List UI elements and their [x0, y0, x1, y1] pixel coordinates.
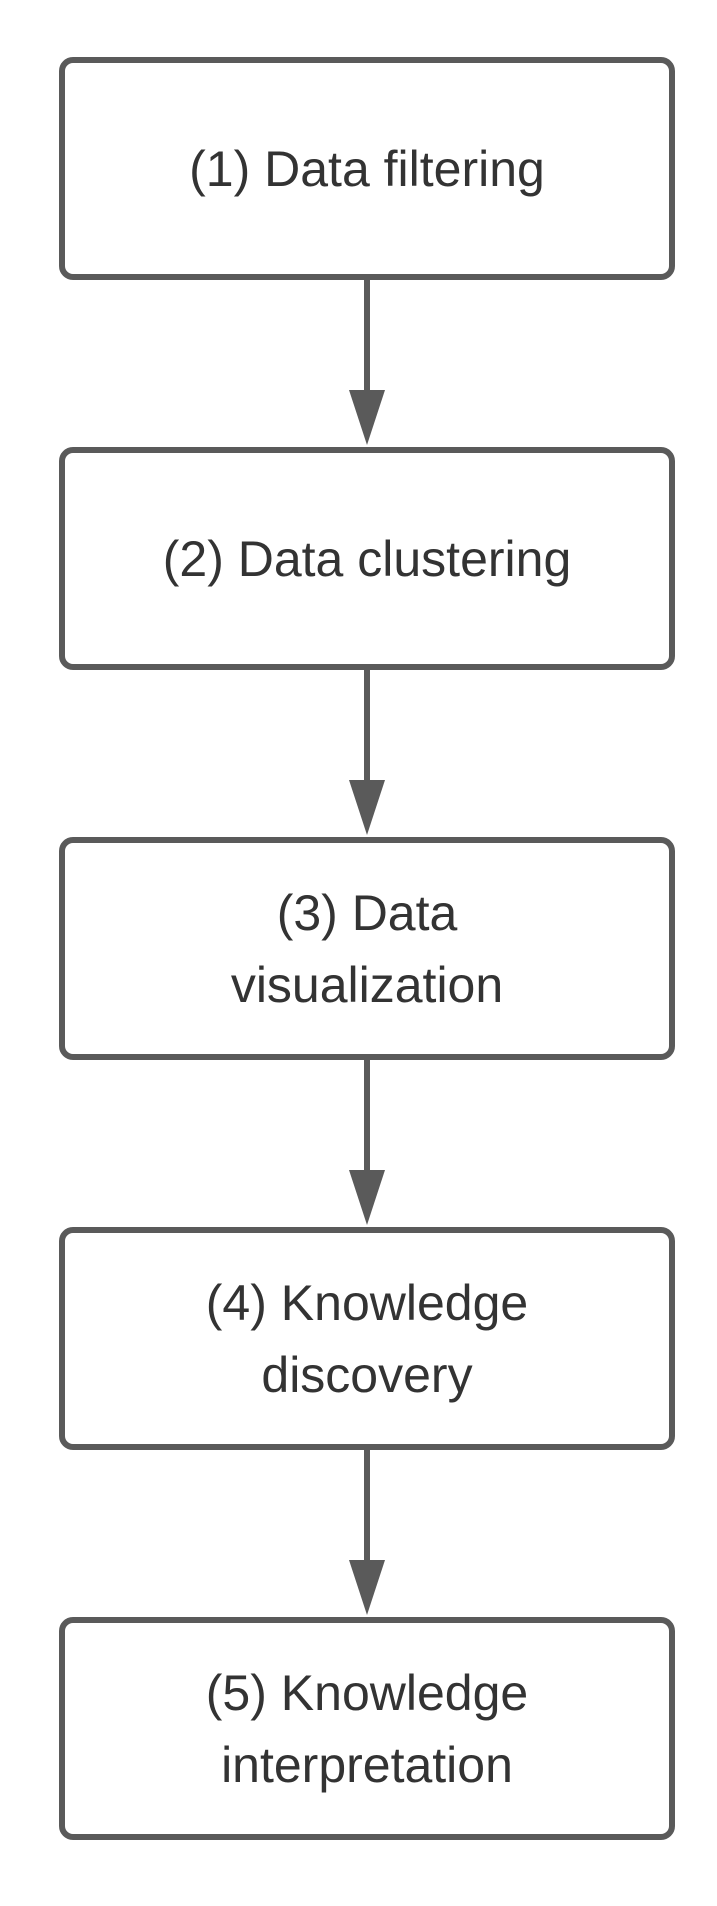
step-5-box: (5) Knowledge interpretation [59, 1617, 675, 1840]
arrow-1-to-2 [342, 280, 392, 450]
step-1-box: (1) Data filtering [59, 57, 675, 280]
step-5-label: (5) Knowledge interpretation [205, 1664, 529, 1793]
step-4-box: (4) Knowledge discovery [59, 1227, 675, 1450]
arrow-4-to-5 [342, 1450, 392, 1620]
step-3-box: (3) Data visualization [59, 837, 675, 1060]
step-2-label: (2) Data clustering [162, 530, 572, 587]
step-3-label: (3) Data visualization [230, 884, 504, 1013]
arrow-2-to-3 [342, 670, 392, 840]
step-4-label: (4) Knowledge discovery [205, 1274, 529, 1403]
arrow-3-to-4 [342, 1060, 392, 1230]
step-2-box: (2) Data clustering [59, 447, 675, 670]
step-1-label: (1) Data filtering [189, 140, 545, 197]
